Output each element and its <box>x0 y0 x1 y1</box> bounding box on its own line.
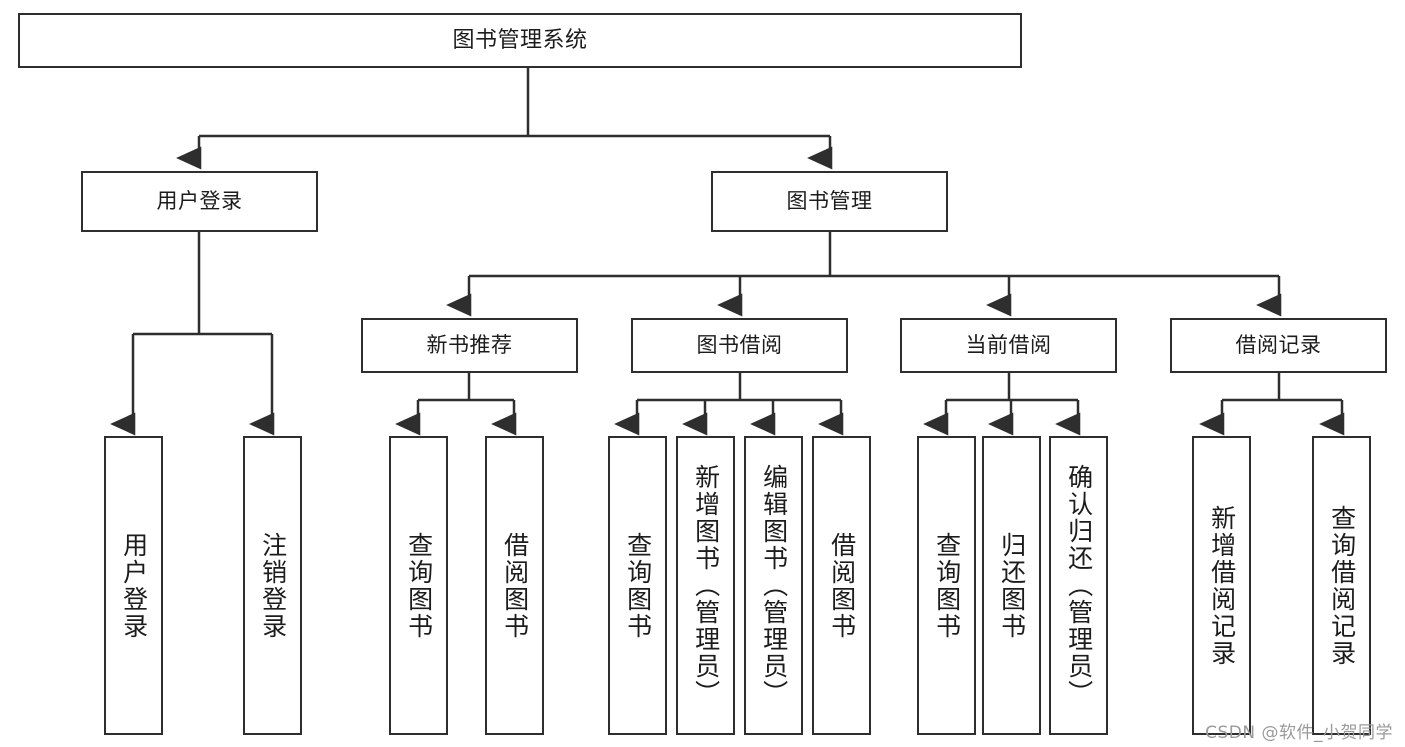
leaf-query-book-borrow[interactable]: 查询图书 <box>608 436 667 735</box>
leaf-user-login[interactable]: 用户登录 <box>104 436 163 735</box>
node-label: 新增图书（管理员） <box>691 464 721 707</box>
node-label: 新书推荐 <box>426 333 513 358</box>
node-label: 用户登录 <box>156 189 243 214</box>
leaf-borrow-book-recommend[interactable]: 借阅图书 <box>485 436 544 735</box>
node-label: 借阅图书 <box>500 531 530 640</box>
node-label: 新增借阅记录 <box>1207 504 1237 667</box>
leaf-borrow-book[interactable]: 借阅图书 <box>812 436 871 735</box>
leaf-add-book[interactable]: 新增图书（管理员） <box>676 436 735 735</box>
node-label: 图书管理 <box>786 189 873 214</box>
node-book-borrow[interactable]: 图书借阅 <box>631 318 848 373</box>
leaf-edit-book[interactable]: 编辑图书（管理员） <box>744 436 803 735</box>
node-label: 注销登录 <box>258 531 288 640</box>
leaf-confirm-return[interactable]: 确认归还（管理员） <box>1049 436 1108 735</box>
node-current-borrow[interactable]: 当前借阅 <box>900 318 1117 373</box>
node-book-management[interactable]: 图书管理 <box>711 171 948 232</box>
node-label: 图书借阅 <box>696 333 783 358</box>
leaf-query-borrow-record[interactable]: 查询借阅记录 <box>1312 436 1371 735</box>
leaf-user-logout[interactable]: 注销登录 <box>243 436 302 735</box>
node-new-book-recommend[interactable]: 新书推荐 <box>361 318 578 373</box>
node-label: 借阅图书 <box>827 531 857 640</box>
node-label: 查询借阅记录 <box>1327 504 1357 667</box>
node-label: 确认归还（管理员） <box>1064 464 1094 707</box>
leaf-add-borrow-record[interactable]: 新增借阅记录 <box>1192 436 1251 735</box>
node-label: 用户登录 <box>119 531 149 640</box>
leaf-query-book-recommend[interactable]: 查询图书 <box>389 436 448 735</box>
node-label: 查询图书 <box>404 531 434 640</box>
node-label: 归还图书 <box>997 531 1027 640</box>
node-root-system[interactable]: 图书管理系统 <box>18 13 1022 68</box>
node-label: 查询图书 <box>623 531 653 640</box>
node-label: 图书管理系统 <box>452 27 588 53</box>
node-user-login[interactable]: 用户登录 <box>81 171 318 232</box>
leaf-query-book-current[interactable]: 查询图书 <box>917 436 976 735</box>
leaf-return-book[interactable]: 归还图书 <box>982 436 1041 735</box>
node-borrow-record[interactable]: 借阅记录 <box>1170 318 1387 373</box>
node-label: 查询图书 <box>932 531 962 640</box>
node-label: 当前借阅 <box>965 333 1052 358</box>
node-label: 编辑图书（管理员） <box>759 464 789 707</box>
node-label: 借阅记录 <box>1235 333 1322 358</box>
